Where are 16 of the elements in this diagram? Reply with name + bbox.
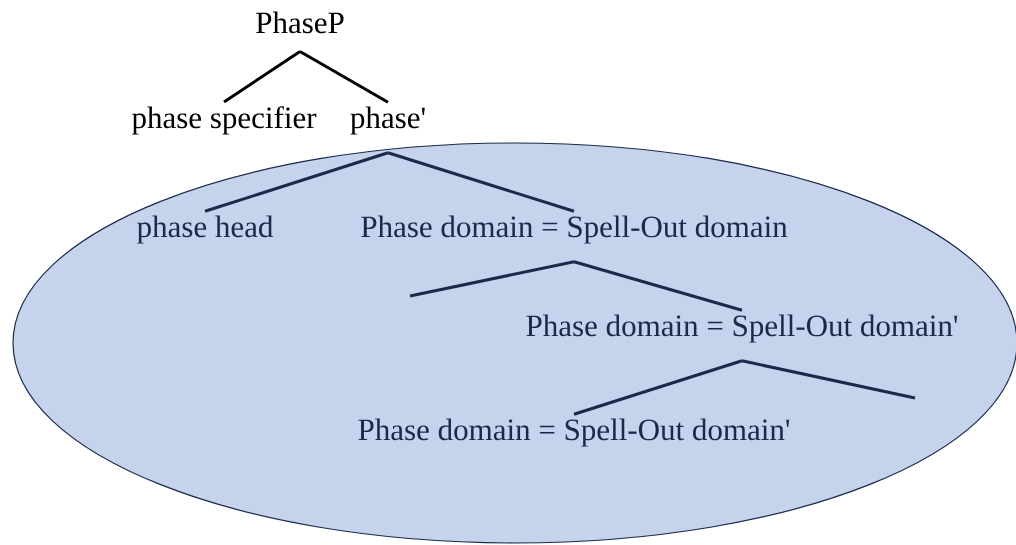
- tree-branch: [223, 50, 301, 104]
- tree-branch: [204, 151, 389, 213]
- tree-branch: [741, 359, 916, 400]
- tree-branch: [409, 260, 575, 298]
- tree-label: phase head: [137, 215, 274, 244]
- tree-label: Phase domain = Spell-Out domain': [358, 418, 790, 447]
- tree-branch: [387, 151, 575, 213]
- tree-label: Phase domain = Spell-Out domain': [526, 314, 958, 343]
- tree-branch: [299, 50, 389, 104]
- tree-branch: [573, 260, 743, 312]
- tree-label: phase specifier: [132, 106, 317, 135]
- tree-branch: [573, 359, 743, 416]
- tree-label: PhaseP: [256, 11, 344, 34]
- ellipse-region: [12, 142, 1016, 544]
- tree-label: phase': [350, 106, 425, 135]
- tree-label: Phase domain = Spell-Out domain: [361, 215, 788, 244]
